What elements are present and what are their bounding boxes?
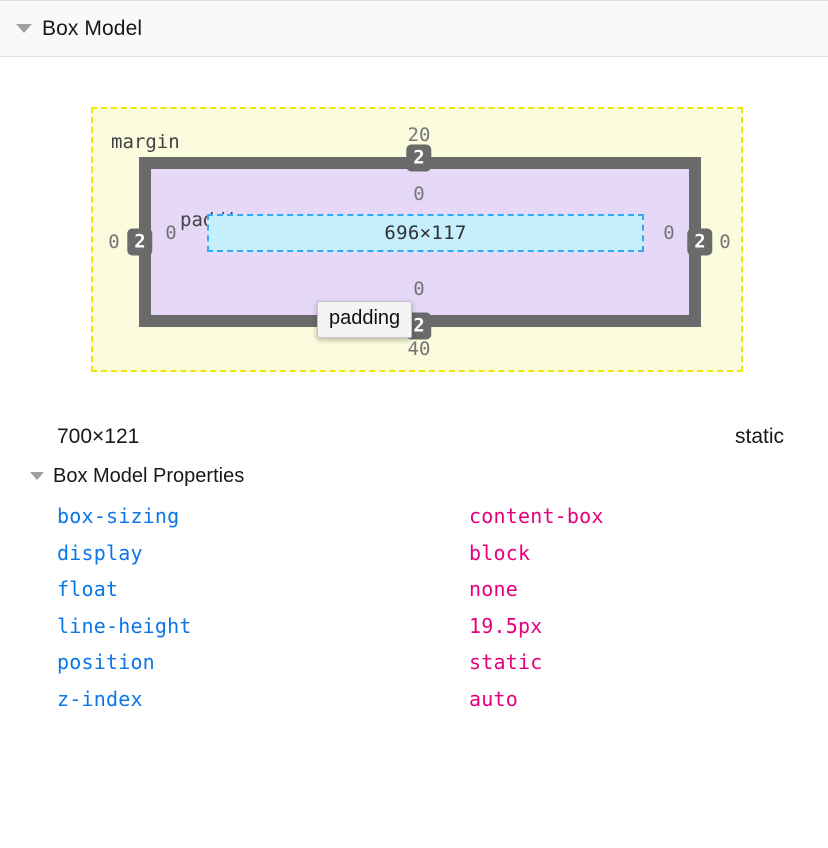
property-row[interactable]: z-index auto	[0, 681, 828, 718]
property-name: line-height	[57, 613, 192, 638]
padding-left-value[interactable]: 0	[165, 222, 177, 244]
box-model-summary: 700×121 static	[0, 418, 828, 456]
border-right-value[interactable]: 2	[687, 228, 713, 256]
padding-top-value[interactable]: 0	[413, 183, 425, 205]
margin-left-value[interactable]: 0	[108, 231, 120, 253]
property-row[interactable]: line-height 19.5px	[0, 608, 828, 645]
property-name: z-index	[57, 686, 143, 711]
box-model-diagram: margin 20 40 0 0 border padding 696×117 …	[0, 57, 828, 402]
element-size-label: 700×121	[57, 425, 140, 448]
box-model-properties-header[interactable]: Box Model Properties	[0, 460, 828, 492]
property-value[interactable]: none	[469, 577, 518, 602]
border-top-value[interactable]: 2	[406, 144, 432, 172]
margin-region[interactable]: margin 20 40 0 0 border padding 696×117 …	[91, 107, 743, 372]
property-value[interactable]: content-box	[469, 504, 604, 529]
box-model-properties-list: box-sizing content-box display block flo…	[0, 498, 828, 717]
triangle-down-icon[interactable]	[30, 472, 44, 480]
property-value[interactable]: auto	[469, 686, 518, 711]
property-row[interactable]: position static	[0, 644, 828, 681]
element-position-label: static	[734, 425, 784, 448]
triangle-down-icon[interactable]	[16, 24, 32, 33]
padding-bottom-value[interactable]: 0	[413, 278, 425, 300]
property-name: position	[57, 650, 155, 675]
property-value[interactable]: 19.5px	[469, 613, 543, 638]
content-region[interactable]: 696×117	[207, 214, 644, 252]
property-value[interactable]: block	[469, 540, 531, 565]
box-model-properties-title: Box Model Properties	[53, 464, 245, 487]
border-region[interactable]: border padding 696×117 0 0 0 0 2 2 2 2	[127, 144, 713, 340]
margin-label: margin	[111, 131, 180, 153]
property-row[interactable]: float none	[0, 571, 828, 608]
content-size-label: 696×117	[384, 222, 467, 244]
page-title: Box Model	[42, 16, 143, 40]
property-name: box-sizing	[57, 504, 180, 529]
border-left-value[interactable]: 2	[127, 228, 153, 256]
box-model-section-header[interactable]: Box Model	[0, 0, 828, 57]
property-row[interactable]: display block	[0, 535, 828, 572]
property-name: display	[57, 540, 143, 565]
padding-right-value[interactable]: 0	[663, 222, 675, 244]
property-name: float	[57, 577, 119, 602]
property-value[interactable]: static	[469, 650, 543, 675]
margin-right-value[interactable]: 0	[719, 231, 731, 253]
margin-bottom-value[interactable]: 40	[407, 338, 431, 360]
margin-top-value[interactable]: 20	[407, 124, 431, 146]
region-tooltip: padding	[317, 301, 413, 338]
property-row[interactable]: box-sizing content-box	[0, 498, 828, 535]
padding-region[interactable]: padding 696×117 0 0 0 0	[151, 169, 689, 315]
